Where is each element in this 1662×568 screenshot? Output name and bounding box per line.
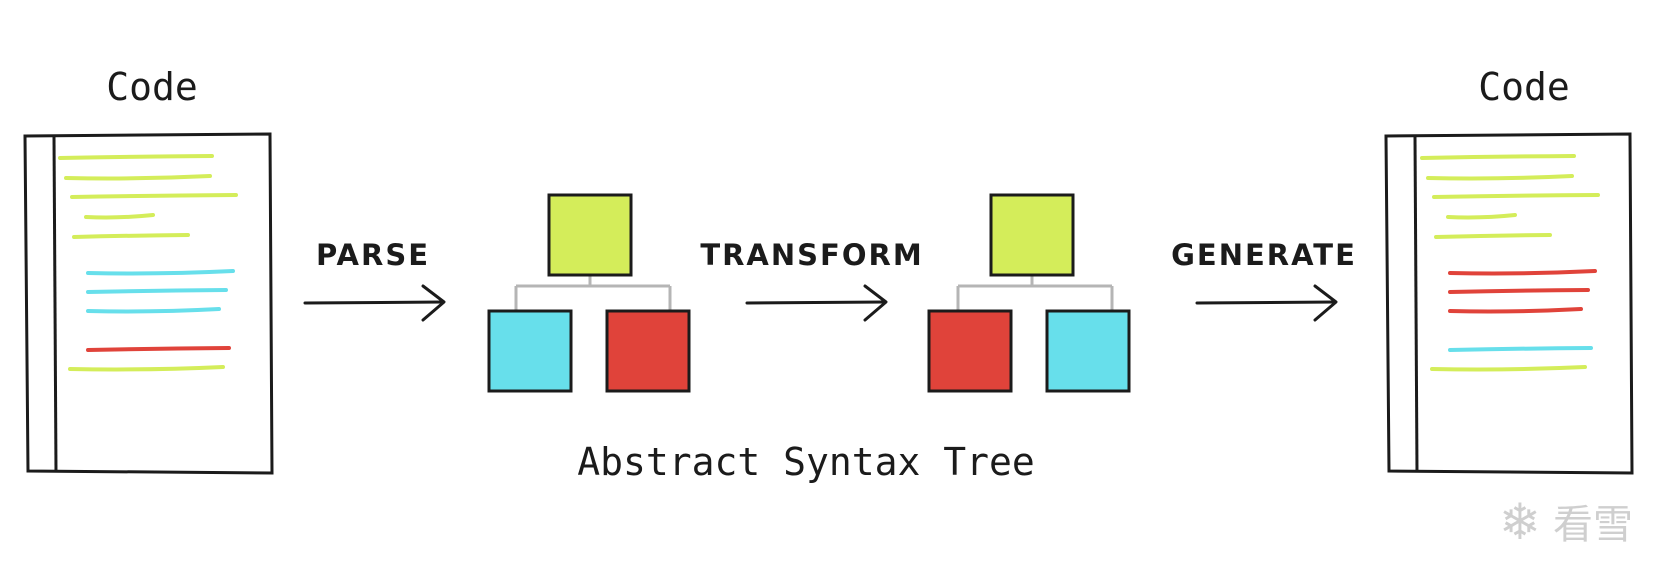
input-code-page-spine	[52, 136, 58, 473]
code-line	[68, 365, 225, 372]
code-line	[86, 307, 221, 314]
parse-label: PARSE	[316, 238, 430, 272]
watermark: ❄ 看雪	[1499, 493, 1633, 551]
code-line	[1448, 307, 1583, 314]
code-line	[1420, 154, 1576, 160]
generate-label: GENERATE	[1171, 238, 1357, 272]
transform-label: TRANSFORM	[700, 238, 923, 272]
ast-caption: Abstract Syntax Tree	[577, 440, 1035, 484]
code-line	[1448, 346, 1593, 352]
code-line	[72, 233, 190, 239]
code-line	[58, 154, 214, 160]
output-code-page-spine	[1413, 136, 1419, 473]
ast-before-root-node	[547, 193, 633, 277]
code-line	[86, 269, 235, 276]
watermark-text: 看雪	[1553, 502, 1633, 548]
parse-arrow	[303, 284, 446, 322]
transform-step: TRANSFORM	[700, 238, 923, 322]
code-line	[1434, 233, 1552, 239]
parse-step: PARSE	[303, 238, 446, 322]
ast-before-right-node	[605, 309, 691, 393]
output-code-page	[1384, 132, 1634, 475]
ast-after-root-node	[989, 193, 1075, 277]
input-code-page	[23, 132, 274, 475]
ast-after	[927, 193, 1131, 393]
code-line	[86, 288, 228, 294]
transform-arrow	[745, 284, 888, 322]
ast-before-connector	[514, 276, 672, 310]
ast-before-left-node	[487, 309, 573, 393]
generate-arrow	[1195, 284, 1338, 322]
code-line	[86, 346, 231, 352]
code-line	[1446, 213, 1517, 220]
ast-after-left-node	[927, 309, 1013, 393]
code-line	[1448, 288, 1590, 294]
ast-after-connector	[956, 276, 1114, 310]
code-line	[64, 174, 212, 181]
code-line	[1448, 269, 1597, 276]
output-code-block: Code	[1384, 65, 1634, 475]
code-line	[1432, 193, 1600, 199]
code-line	[1426, 174, 1574, 181]
code-line	[70, 193, 238, 199]
output-code-label: Code	[1478, 65, 1570, 109]
input-code-label: Code	[106, 65, 198, 109]
generate-step: GENERATE	[1171, 238, 1357, 322]
input-code-block: Code	[23, 65, 274, 475]
input-code-lines	[58, 154, 238, 372]
ast-before	[487, 193, 691, 393]
ast-after-right-node	[1045, 309, 1131, 393]
code-line	[84, 213, 155, 220]
code-line	[1430, 365, 1587, 372]
output-code-lines	[1420, 154, 1600, 372]
snowflake-icon: ❄	[1499, 493, 1541, 551]
